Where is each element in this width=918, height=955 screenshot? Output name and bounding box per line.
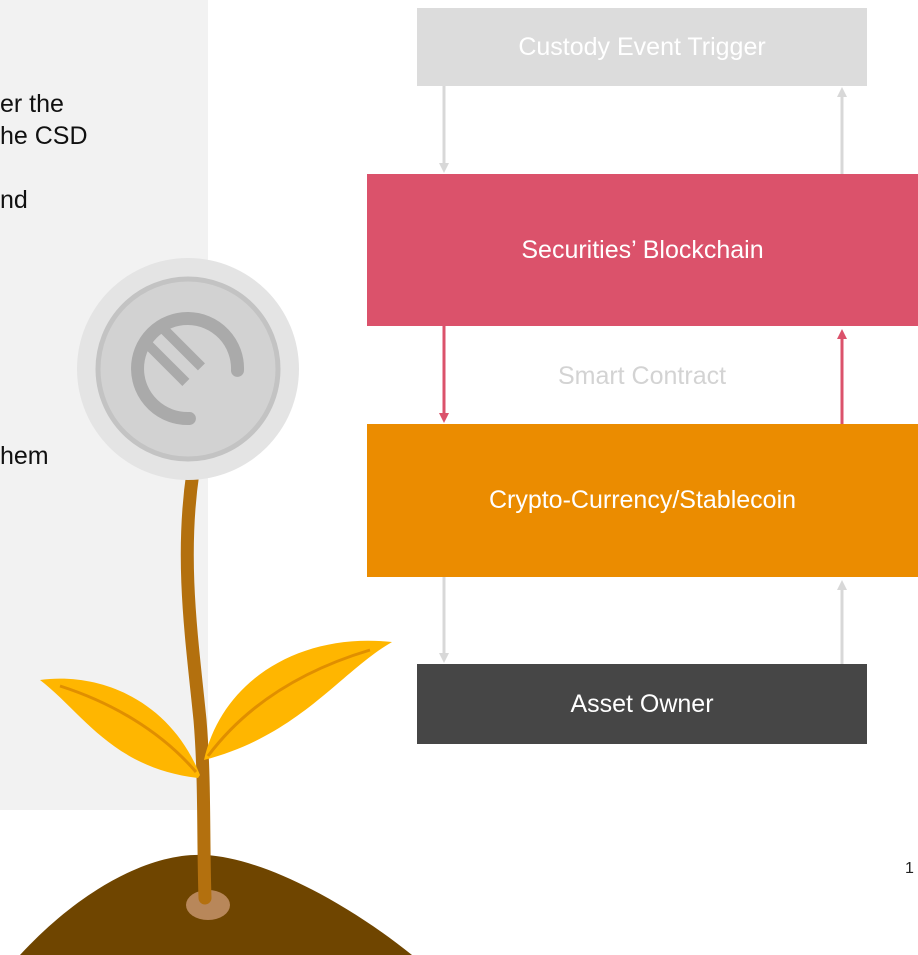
right-leaf — [204, 640, 392, 760]
panel-text-line-3: nd — [0, 186, 28, 214]
euro-icon — [131, 312, 245, 426]
asset-owner-box: Asset Owner — [417, 664, 867, 744]
plant-stem — [180, 465, 212, 905]
crypto-currency-stablecoin-box: Crypto-Currency/Stablecoin — [367, 424, 918, 577]
coin-inner — [95, 276, 281, 462]
panel-text-line-4: hem — [0, 442, 49, 470]
page-number: 1 — [905, 860, 914, 877]
smart-contract-label: Smart Contract — [557, 362, 727, 390]
panel-text-line-1: er the — [0, 90, 64, 118]
left-leaf-vein — [59, 684, 198, 773]
custody-event-trigger-box: Custody Event Trigger — [417, 8, 867, 86]
soil-stone — [186, 890, 230, 920]
left-leaf — [40, 678, 200, 778]
panel-text-line-2: he CSD — [0, 122, 88, 150]
securities-blockchain-box: Securities’ Blockchain — [367, 174, 918, 326]
right-leaf-vein — [206, 648, 371, 757]
